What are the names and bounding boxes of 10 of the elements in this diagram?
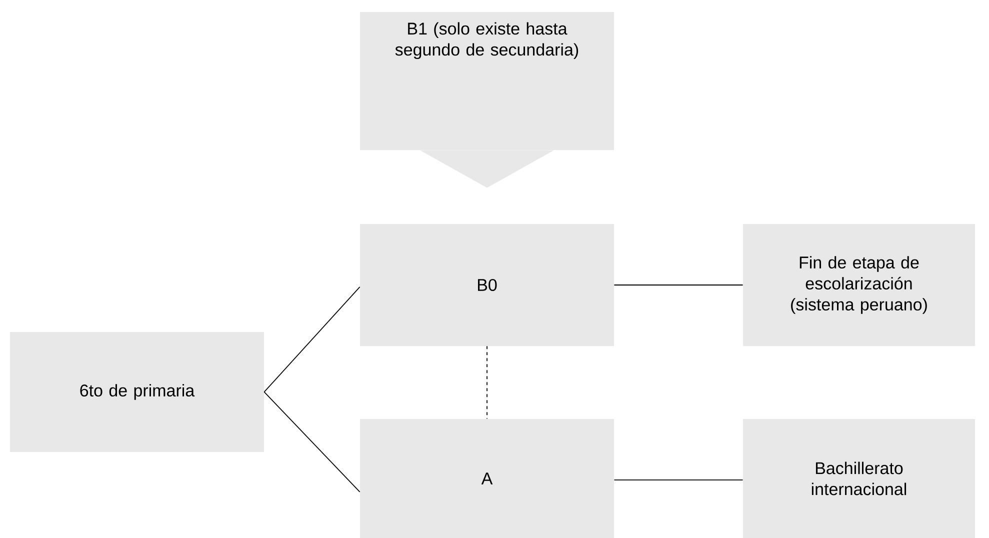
connector-line: [264, 286, 360, 392]
process-box: Fin de etapa de escolarización (sistema peruano): [743, 224, 975, 346]
connector-line: [614, 284, 744, 286]
process-box: Bachillerato internacional: [743, 418, 975, 538]
process-box: B0: [360, 224, 614, 346]
process-box: 6to de primaria: [10, 332, 264, 452]
node-label: B1 (solo existe hasta segundo de secundaria): [395, 22, 578, 60]
connector-line: [486, 346, 488, 420]
process-box: A: [360, 418, 614, 538]
connector-line: [264, 392, 360, 492]
